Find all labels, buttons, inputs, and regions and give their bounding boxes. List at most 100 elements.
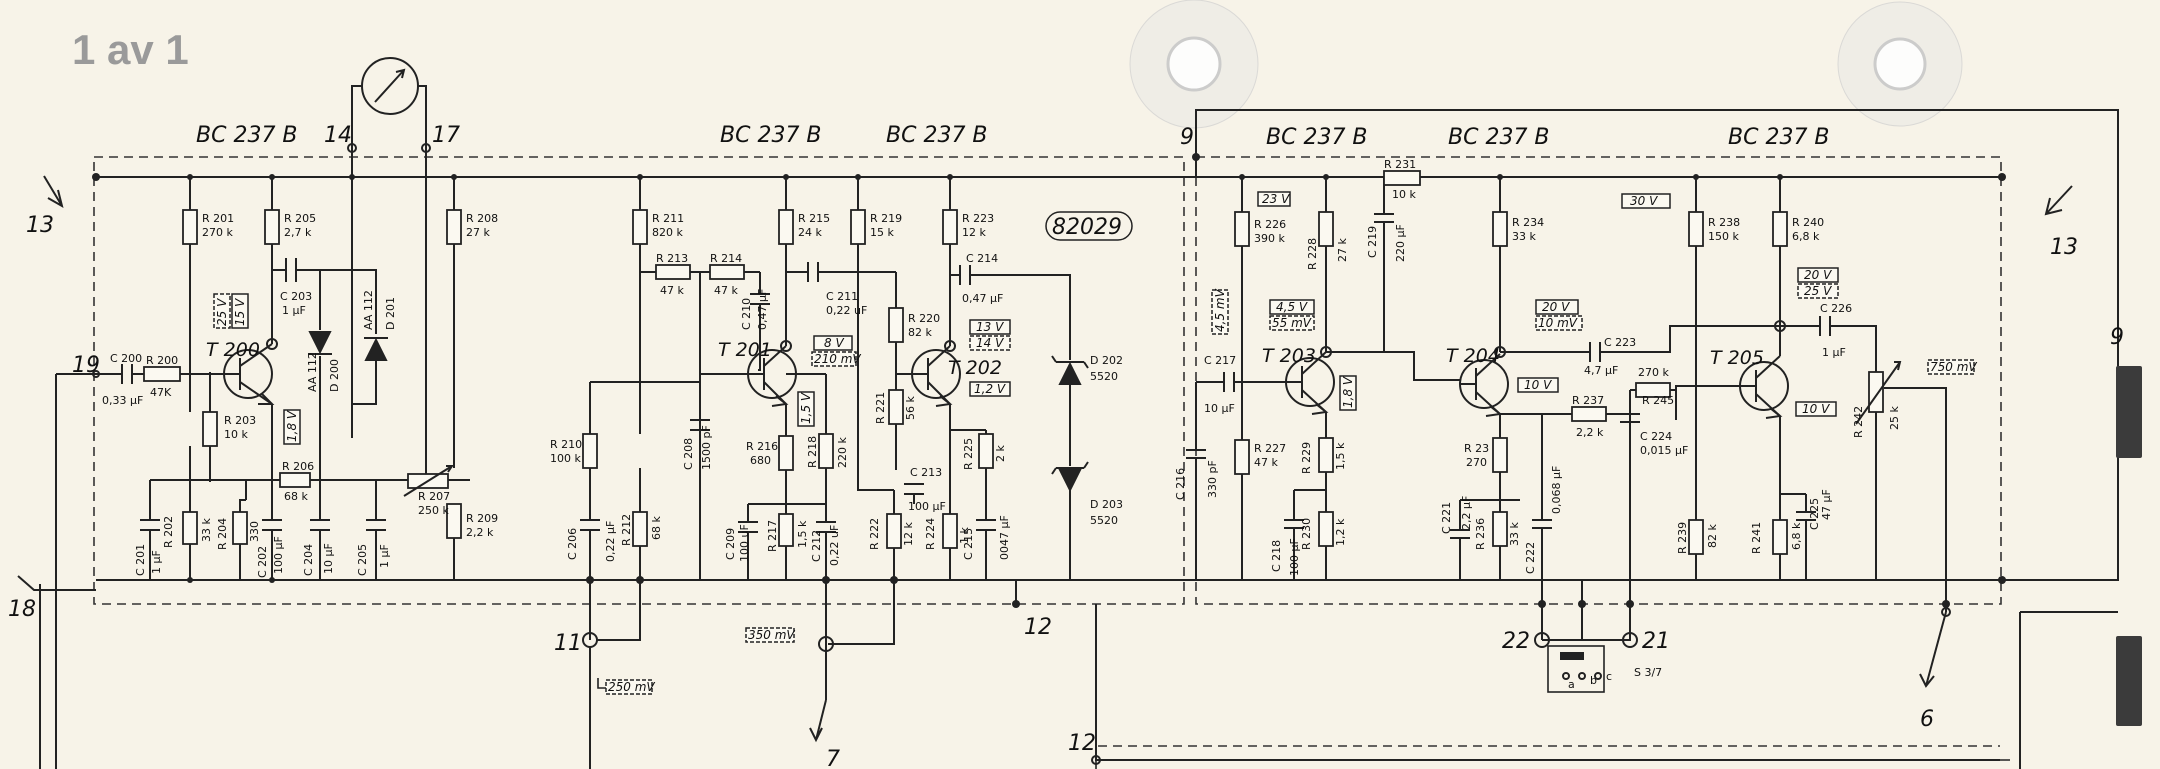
r215-ref: R 215: [798, 212, 830, 225]
type-label-2: BC 237 B: [720, 123, 822, 148]
c202-val: 100 μF: [272, 536, 285, 574]
resistor-r215: [778, 209, 794, 245]
c221-val: 2,2 μF: [1460, 496, 1473, 530]
arrow-7: [809, 699, 827, 743]
v-55mv: 55 mV: [1272, 316, 1312, 330]
v-1-2: 1,2 V: [974, 382, 1006, 396]
c222-val: 0,068 μF: [1550, 466, 1563, 514]
r229-ref: R 229: [1300, 442, 1313, 474]
resistor-r213: [655, 264, 691, 280]
d202-val: 5520: [1090, 370, 1118, 383]
r228-val: 27 k: [1336, 238, 1349, 262]
resistor-r241: [1772, 519, 1788, 555]
label-t202: T 202: [948, 357, 1002, 379]
capacitor-c205: [366, 519, 386, 580]
speaker-lower: [2116, 636, 2142, 726]
r205-val: 2,7 k: [284, 226, 312, 239]
c208-val: 1500 pF: [700, 425, 713, 470]
resistor-r240: [1772, 211, 1788, 247]
switch-labels: a b c S 3/7: [1568, 666, 1662, 691]
v-15: 15 V: [233, 298, 247, 326]
node-labels: 13 14 17 19 18 11 12 7 22 21 6 13 9 12 9: [8, 123, 2124, 769]
r203-ref: R 203: [224, 414, 256, 427]
resistor-r223: [942, 209, 958, 245]
zener-d202: [1051, 355, 1089, 385]
c211-val: 0,22 uF: [826, 304, 867, 317]
node-9-top: 9: [1180, 125, 1194, 150]
r212-val: 68 k: [650, 516, 663, 540]
node-19: 19: [72, 353, 100, 378]
speaker-upper: [2116, 366, 2142, 458]
c203-ref: C 203: [280, 290, 312, 303]
r234-val: 33 k: [1512, 230, 1536, 243]
r23-val: 270: [1466, 456, 1487, 469]
transistor-t204: [1459, 353, 1509, 417]
capacitor-c221: [1450, 499, 1520, 580]
c216-val: 330 pF: [1206, 460, 1219, 498]
c200-ref: C 200: [110, 352, 142, 365]
diode-d200: [308, 331, 332, 355]
capacitor-c215: [976, 490, 996, 580]
node-12: 12: [1024, 615, 1052, 640]
resistor-r236: [1492, 511, 1508, 547]
r210-ref: R 210: [550, 438, 582, 451]
r230-ref: R 230: [1300, 518, 1313, 550]
resistor-r229: [1318, 437, 1334, 473]
d201-type: AA 112: [362, 290, 375, 330]
switch-s3-7[interactable]: [1547, 645, 1605, 693]
capacitor-c214: [959, 265, 971, 285]
board-number-text: 82029: [1052, 215, 1122, 240]
resistor-r218: [818, 433, 834, 469]
terminal-21: [1622, 632, 1638, 648]
label-t201: T 201: [718, 339, 772, 361]
r236-val: 33 k: [1508, 522, 1521, 546]
r216-ref: R 216: [746, 440, 778, 453]
c202-ref: C 202: [256, 546, 269, 578]
c211-ref: C 211: [826, 290, 858, 303]
resistor-r228: [1318, 211, 1334, 247]
lower-board-edge: [1095, 759, 2010, 769]
c226-ref: C 226: [1820, 302, 1852, 315]
v-10b: 10 V: [1802, 402, 1830, 416]
c225-val: 47 μF: [1820, 489, 1833, 520]
capacitor-c218: [1284, 489, 1326, 580]
c208-ref: C 208: [682, 438, 695, 470]
c216-ref: C 216: [1174, 468, 1187, 500]
r228-ref: R 228: [1306, 238, 1319, 270]
resistor-r216: [778, 435, 794, 471]
node-17: 17: [432, 123, 460, 148]
r217-ref: R 217: [766, 520, 779, 552]
d203-val: 5520: [1090, 514, 1118, 527]
c212-val: 0,22 uF: [828, 525, 841, 566]
supply-lead-9: [1195, 109, 2119, 581]
v-13: 13 V: [976, 320, 1004, 334]
c218-ref: C 218: [1270, 540, 1283, 572]
terminal-7-top: [818, 636, 834, 652]
v-1-5: 1,5 V: [799, 392, 813, 424]
r208-ref: R 208: [466, 212, 498, 225]
r221-ref: R 221: [874, 392, 887, 424]
c209-val: 100 uF: [738, 524, 751, 562]
r204-val: 330: [248, 521, 261, 542]
label-t205: T 205: [1710, 347, 1764, 369]
r245-ref: R 245: [1642, 394, 1674, 407]
type-label-3: BC 237 B: [886, 123, 988, 148]
r209-ref: R 209: [466, 512, 498, 525]
resistor-r203: [202, 411, 218, 447]
c201-val: 1 μF: [150, 550, 163, 574]
r222-ref: R 222: [868, 518, 881, 550]
d200-ref: D 200: [328, 359, 341, 392]
resistor-r206: [279, 472, 311, 488]
r214-ref: R 214: [710, 252, 742, 265]
resistor-r202: [182, 511, 198, 545]
resistor-r210: [582, 433, 598, 469]
resistor-r211: [632, 209, 648, 245]
r242-val: 25 k: [1888, 406, 1901, 430]
r202-val: 33 k: [200, 518, 213, 542]
r201-ref: R 201: [202, 212, 234, 225]
r225-ref: R 225: [962, 438, 975, 470]
r240-val: 6,8 k: [1792, 230, 1820, 243]
node-12-lower: 12: [1068, 731, 1096, 756]
resistor-r204: [232, 511, 248, 545]
node-13-right: 13: [2050, 235, 2078, 260]
